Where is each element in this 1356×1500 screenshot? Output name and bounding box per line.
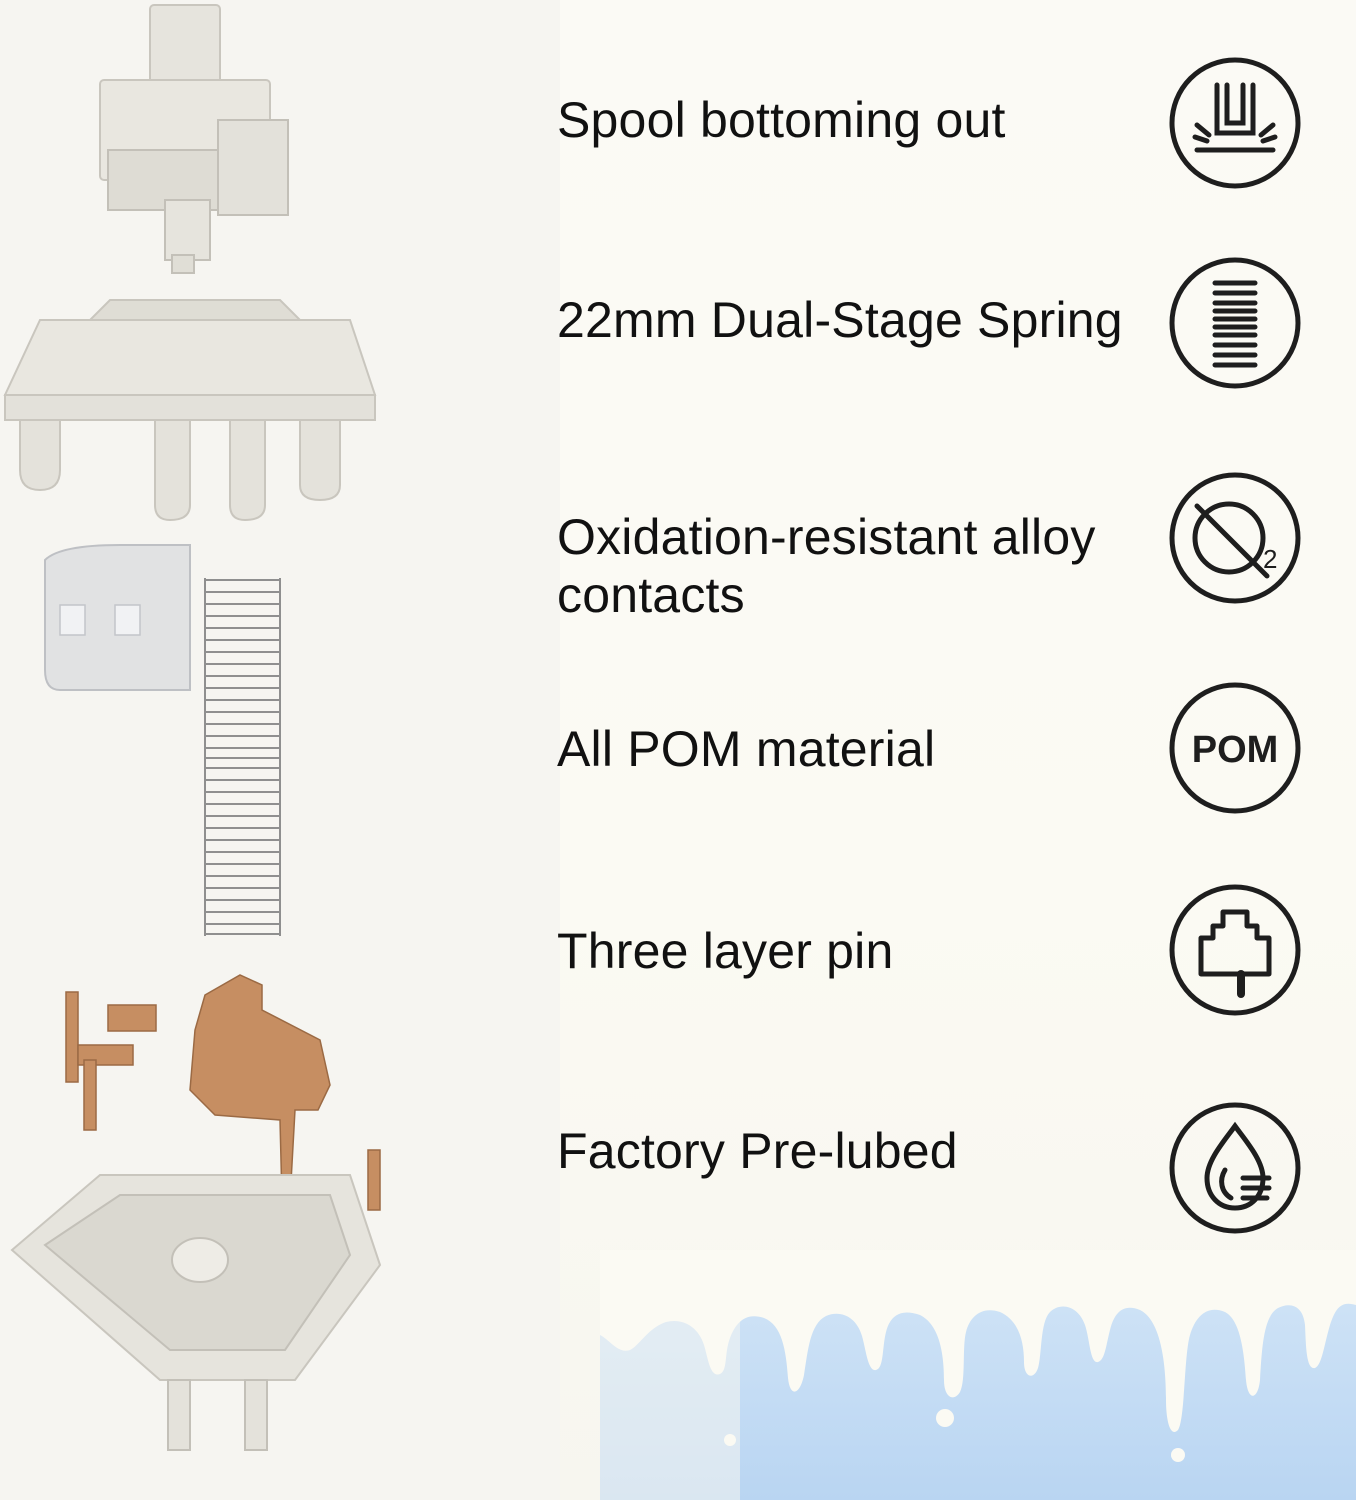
feature-row: Factory Pre-lubed bbox=[557, 1100, 1337, 1240]
spring bbox=[204, 578, 281, 936]
feature-row: Three layer pin bbox=[557, 882, 1337, 1022]
pom-icon: POM bbox=[1167, 680, 1303, 816]
switch-bottom-housing bbox=[10, 1174, 382, 1451]
spring-icon bbox=[1167, 255, 1303, 391]
feature-label: Oxidation-resistant alloy contacts bbox=[557, 509, 1096, 623]
feature-label: Factory Pre-lubed bbox=[557, 1123, 958, 1179]
pin-icon bbox=[1167, 882, 1303, 1018]
lube-drop-icon bbox=[1167, 1100, 1303, 1236]
no-oxygen-icon: 2 bbox=[1167, 470, 1303, 606]
milk-drip-decoration bbox=[600, 1250, 1356, 1500]
svg-text:2: 2 bbox=[1263, 544, 1277, 574]
light-diffuser bbox=[44, 544, 191, 691]
alloy-contacts bbox=[65, 974, 381, 1211]
spool-bottom-icon bbox=[1167, 55, 1303, 191]
feature-label: Three layer pin bbox=[557, 923, 894, 979]
switch-stem bbox=[99, 4, 289, 274]
feature-row: Oxidation-resistant alloy contacts 2 bbox=[557, 470, 1337, 623]
feature-label: All POM material bbox=[557, 721, 936, 777]
feature-label: Spool bottoming out bbox=[557, 92, 1006, 148]
switch-top-housing bbox=[3, 299, 377, 522]
feature-row: All POM material POM bbox=[557, 680, 1337, 820]
switch-exploded-view bbox=[3, 4, 382, 1451]
pom-icon-text: POM bbox=[1192, 729, 1279, 771]
feature-label: 22mm Dual-Stage Spring bbox=[557, 292, 1123, 348]
feature-row: Spool bottoming out bbox=[557, 55, 1337, 195]
feature-row: 22mm Dual-Stage Spring bbox=[557, 255, 1337, 395]
